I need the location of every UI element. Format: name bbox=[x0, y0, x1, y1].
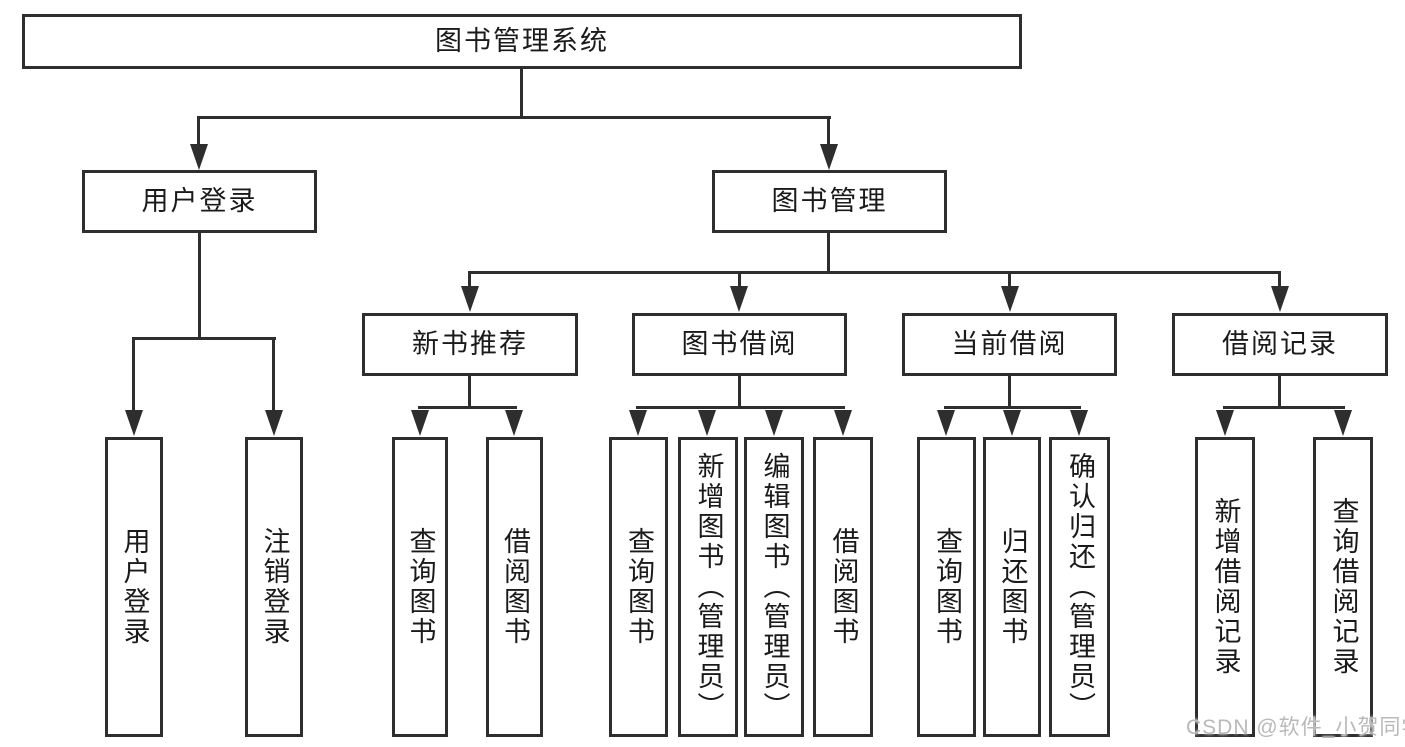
connector-line bbox=[636, 406, 845, 409]
arrow-down bbox=[1003, 410, 1021, 436]
connector-line bbox=[827, 233, 830, 274]
connector-line bbox=[1278, 271, 1281, 288]
node-label: 确认归还（管理员） bbox=[1065, 452, 1095, 722]
leaf-query-borrow-record: 查询借阅记录 bbox=[1313, 437, 1373, 737]
arrow-down bbox=[1216, 410, 1234, 436]
leaf-user-login: 用户登录 bbox=[105, 437, 163, 737]
node-label: 用户登录 bbox=[119, 527, 150, 647]
arrow-down bbox=[125, 410, 143, 436]
leaf-query-books-current: 查询图书 bbox=[917, 437, 976, 737]
arrow-down bbox=[730, 286, 748, 312]
arrow-down bbox=[461, 286, 479, 312]
connector-line bbox=[468, 376, 471, 409]
connector-line bbox=[468, 271, 471, 288]
csdn-watermark: CSDN @软件_小贺同学 bbox=[1186, 716, 1405, 739]
node-user-login: 用户登录 bbox=[82, 170, 317, 233]
arrow-down bbox=[937, 410, 955, 436]
node-label: 当前借阅 bbox=[951, 329, 1068, 359]
arrow-down bbox=[190, 144, 208, 170]
node-label: 图书借阅 bbox=[681, 329, 798, 359]
leaf-add-borrow-record: 新增借阅记录 bbox=[1195, 437, 1255, 737]
arrow-down bbox=[1070, 410, 1088, 436]
node-label: 图书管理 bbox=[771, 186, 888, 216]
connector-line bbox=[738, 376, 741, 409]
arrow-down bbox=[265, 410, 283, 436]
arrow-down bbox=[834, 410, 852, 436]
leaf-add-books-admin: 新增图书（管理员） bbox=[678, 437, 738, 737]
node-label: 归还图书 bbox=[997, 527, 1028, 647]
node-book-borrowing: 图书借阅 bbox=[632, 313, 847, 376]
connector-line bbox=[197, 116, 200, 146]
connector-line bbox=[132, 337, 276, 340]
arrow-down bbox=[820, 144, 838, 170]
node-new-book-recommend: 新书推荐 bbox=[362, 313, 578, 376]
node-label: 借阅图书 bbox=[500, 527, 530, 647]
connector-line bbox=[272, 337, 275, 412]
node-label: 注销登录 bbox=[259, 527, 290, 647]
arrow-down bbox=[1271, 286, 1289, 312]
node-label: 新增图书（管理员） bbox=[693, 452, 724, 722]
node-label: 借阅图书 bbox=[828, 527, 859, 647]
arrow-down bbox=[1001, 286, 1019, 312]
connector-line bbox=[520, 69, 523, 119]
node-label: 查询借阅记录 bbox=[1328, 497, 1359, 677]
node-label: 借阅记录 bbox=[1222, 329, 1338, 359]
arrow-down bbox=[629, 410, 647, 436]
connector-line bbox=[1278, 376, 1281, 409]
leaf-query-books-recommend: 查询图书 bbox=[392, 437, 448, 737]
node-book-management: 图书管理 bbox=[712, 170, 947, 233]
arrow-down bbox=[505, 410, 523, 436]
node-label: 编辑图书（管理员） bbox=[759, 452, 790, 722]
leaf-edit-books-admin: 编辑图书（管理员） bbox=[744, 437, 804, 737]
node-label: 新增借阅记录 bbox=[1210, 497, 1241, 677]
node-label: 新书推荐 bbox=[412, 329, 528, 359]
arrow-down bbox=[1334, 410, 1352, 436]
leaf-logout: 注销登录 bbox=[245, 437, 303, 737]
leaf-confirm-return-admin: 确认归还（管理员） bbox=[1049, 437, 1110, 737]
leaf-borrow-books-recommend: 借阅图书 bbox=[486, 437, 543, 737]
leaf-query-books-borrow: 查询图书 bbox=[609, 437, 668, 737]
node-label: 查询图书 bbox=[932, 527, 962, 647]
connector-line bbox=[1223, 406, 1345, 409]
connector-line bbox=[738, 271, 741, 288]
node-label: 查询图书 bbox=[405, 527, 436, 647]
node-borrowing-records: 借阅记录 bbox=[1172, 313, 1388, 376]
connector-line bbox=[197, 116, 831, 119]
node-library-system: 图书管理系统 bbox=[22, 14, 1022, 69]
connector-line bbox=[132, 337, 135, 412]
leaf-borrow-books: 借阅图书 bbox=[813, 437, 873, 737]
connector-line bbox=[418, 406, 517, 409]
connector-line bbox=[944, 406, 1081, 409]
arrow-down bbox=[698, 410, 716, 436]
leaf-return-books: 归还图书 bbox=[983, 437, 1041, 737]
node-label: 图书管理系统 bbox=[435, 26, 609, 56]
node-label: 用户登录 bbox=[141, 186, 258, 216]
connector-line bbox=[1008, 376, 1011, 409]
connector-line bbox=[827, 116, 830, 146]
arrow-down bbox=[765, 410, 783, 436]
node-label: 查询图书 bbox=[624, 527, 654, 647]
node-current-borrowing: 当前借阅 bbox=[902, 313, 1117, 376]
connector-line bbox=[468, 271, 1281, 274]
connector-line bbox=[1008, 271, 1011, 288]
arrow-down bbox=[411, 410, 429, 436]
connector-line bbox=[198, 233, 201, 340]
